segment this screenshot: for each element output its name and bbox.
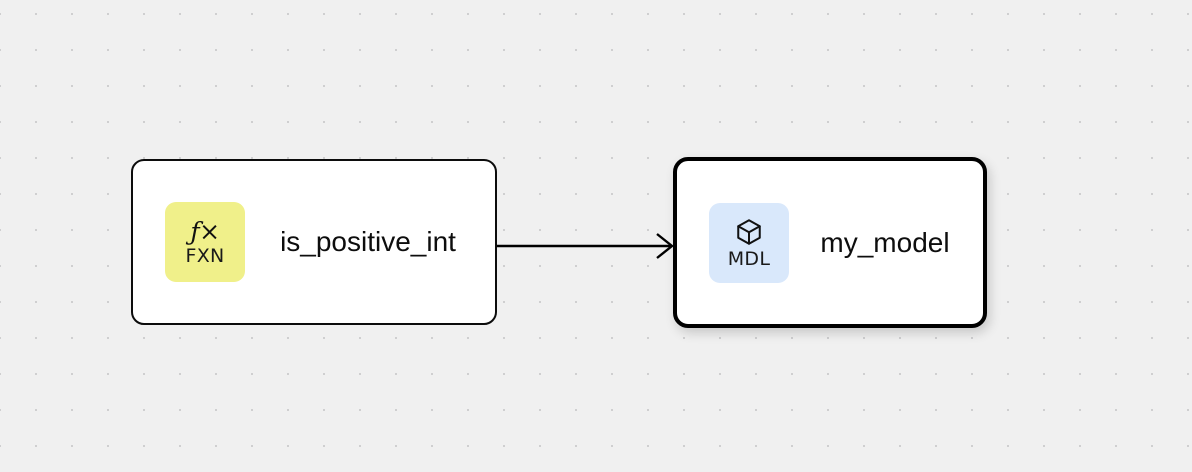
node-my-model[interactable]: MDL my_model (673, 157, 987, 328)
node-badge-label: MDL (727, 247, 771, 270)
node-badge-fxn: ƒ× FXN (165, 202, 245, 282)
cube-icon (737, 218, 761, 245)
arrowhead-icon (656, 233, 674, 259)
node-badge-mdl: MDL (709, 202, 789, 283)
node-title: my_model (820, 226, 950, 258)
function-glyph-icon: ƒ× (190, 216, 220, 246)
edge-is_positive_int-my_model[interactable] (497, 233, 674, 259)
node-title: is_positive_int (280, 226, 456, 257)
node-is-positive-int[interactable]: ƒ× FXN is_positive_int (131, 159, 497, 325)
node-badge-label: FXN (185, 244, 225, 267)
